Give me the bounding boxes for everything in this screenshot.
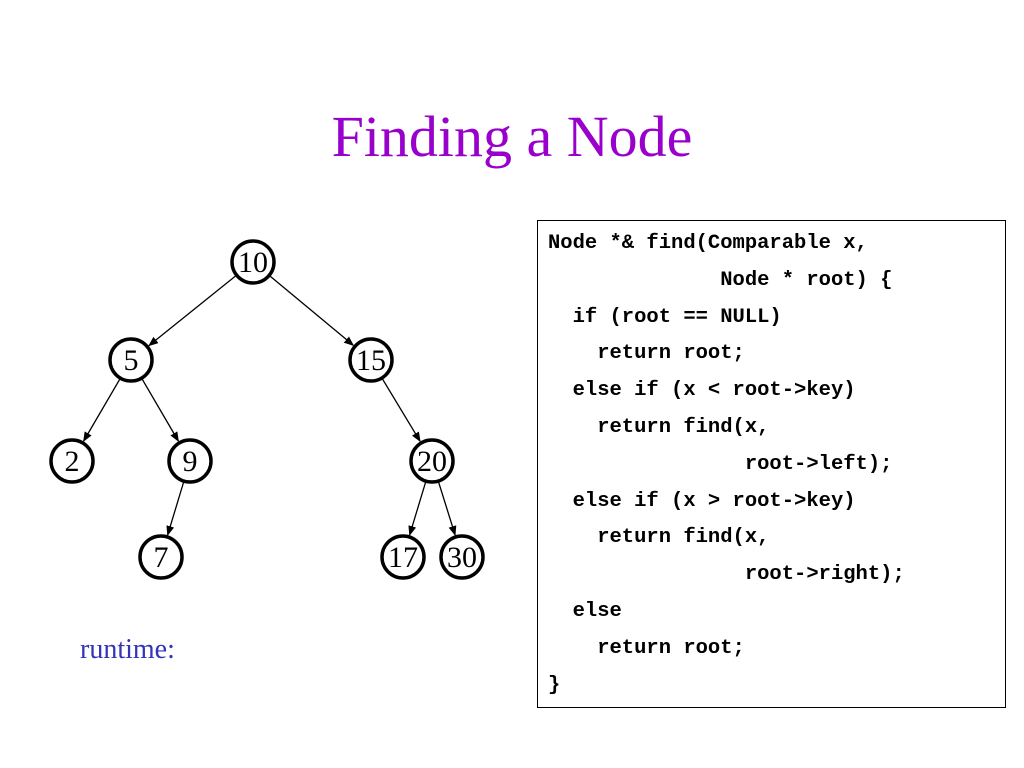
code-line: else if (x > root->key)	[548, 489, 856, 513]
tree-edge	[141, 378, 179, 443]
tree-node-circle	[439, 534, 485, 580]
tree-node: 17	[380, 534, 426, 580]
tree-node-label: 30	[447, 541, 477, 574]
tree-node-label: 10	[238, 246, 268, 279]
code-line: return root;	[548, 342, 745, 366]
tree-edge	[83, 378, 121, 443]
binary-search-tree-diagram: 10 5 15 2 9 20 7 17 30	[49, 239, 485, 580]
tree-edge	[408, 481, 427, 536]
tree-node-circle	[348, 337, 394, 383]
tree-node-label: 2	[65, 445, 80, 478]
tree-node-circle	[108, 337, 154, 383]
tree-edge	[148, 275, 237, 347]
tree-node-label: 17	[388, 541, 418, 574]
code-line: else if (x < root->key)	[548, 379, 856, 403]
tree-nodes: 10 5 15 2 9 20 7 17 30	[49, 239, 485, 580]
tree-edge	[437, 481, 457, 537]
code-line: }	[548, 673, 561, 697]
tree-node: 7	[138, 534, 184, 580]
code-line: return root;	[548, 636, 745, 660]
tree-node-label: 5	[124, 344, 139, 377]
code-listing: Node *& find(Comparable x, Node * root) …	[548, 226, 905, 704]
tree-node-circle	[49, 438, 95, 484]
tree-node-label: 15	[356, 344, 386, 377]
tree-node-label: 7	[154, 541, 169, 574]
tree-node-circle	[230, 239, 276, 285]
tree-node: 5	[108, 337, 154, 383]
slide-title: Finding a Node	[331, 104, 693, 169]
tree-edges	[83, 275, 457, 537]
code-line: Node *& find(Comparable x,	[548, 232, 868, 255]
tree-node-circle	[380, 534, 426, 580]
code-line: return find(x,	[548, 526, 770, 550]
tree-edge	[269, 275, 355, 346]
tree-node-label: 20	[417, 445, 447, 478]
tree-node: 20	[409, 438, 455, 484]
code-line: return find(x,	[548, 415, 770, 439]
tree-node: 30	[439, 534, 485, 580]
code-line: root->left);	[548, 452, 893, 476]
code-line: Node * root) {	[548, 268, 893, 292]
tree-node-circle	[409, 438, 455, 484]
tree-node: 2	[49, 438, 95, 484]
tree-edge	[381, 378, 421, 443]
tree-edge	[166, 481, 185, 536]
code-line: else	[548, 599, 622, 623]
code-line: if (root == NULL)	[548, 305, 782, 329]
code-line: root->right);	[548, 563, 905, 587]
tree-node-circle	[138, 534, 184, 580]
tree-node: 15	[348, 337, 394, 383]
tree-node-circle	[167, 438, 213, 484]
tree-node-label: 9	[183, 445, 198, 478]
runtime-label: runtime:	[80, 634, 175, 665]
code-box: Node *& find(Comparable x, Node * root) …	[537, 220, 1006, 708]
tree-node: 9	[167, 438, 213, 484]
tree-node: 10	[230, 239, 276, 285]
